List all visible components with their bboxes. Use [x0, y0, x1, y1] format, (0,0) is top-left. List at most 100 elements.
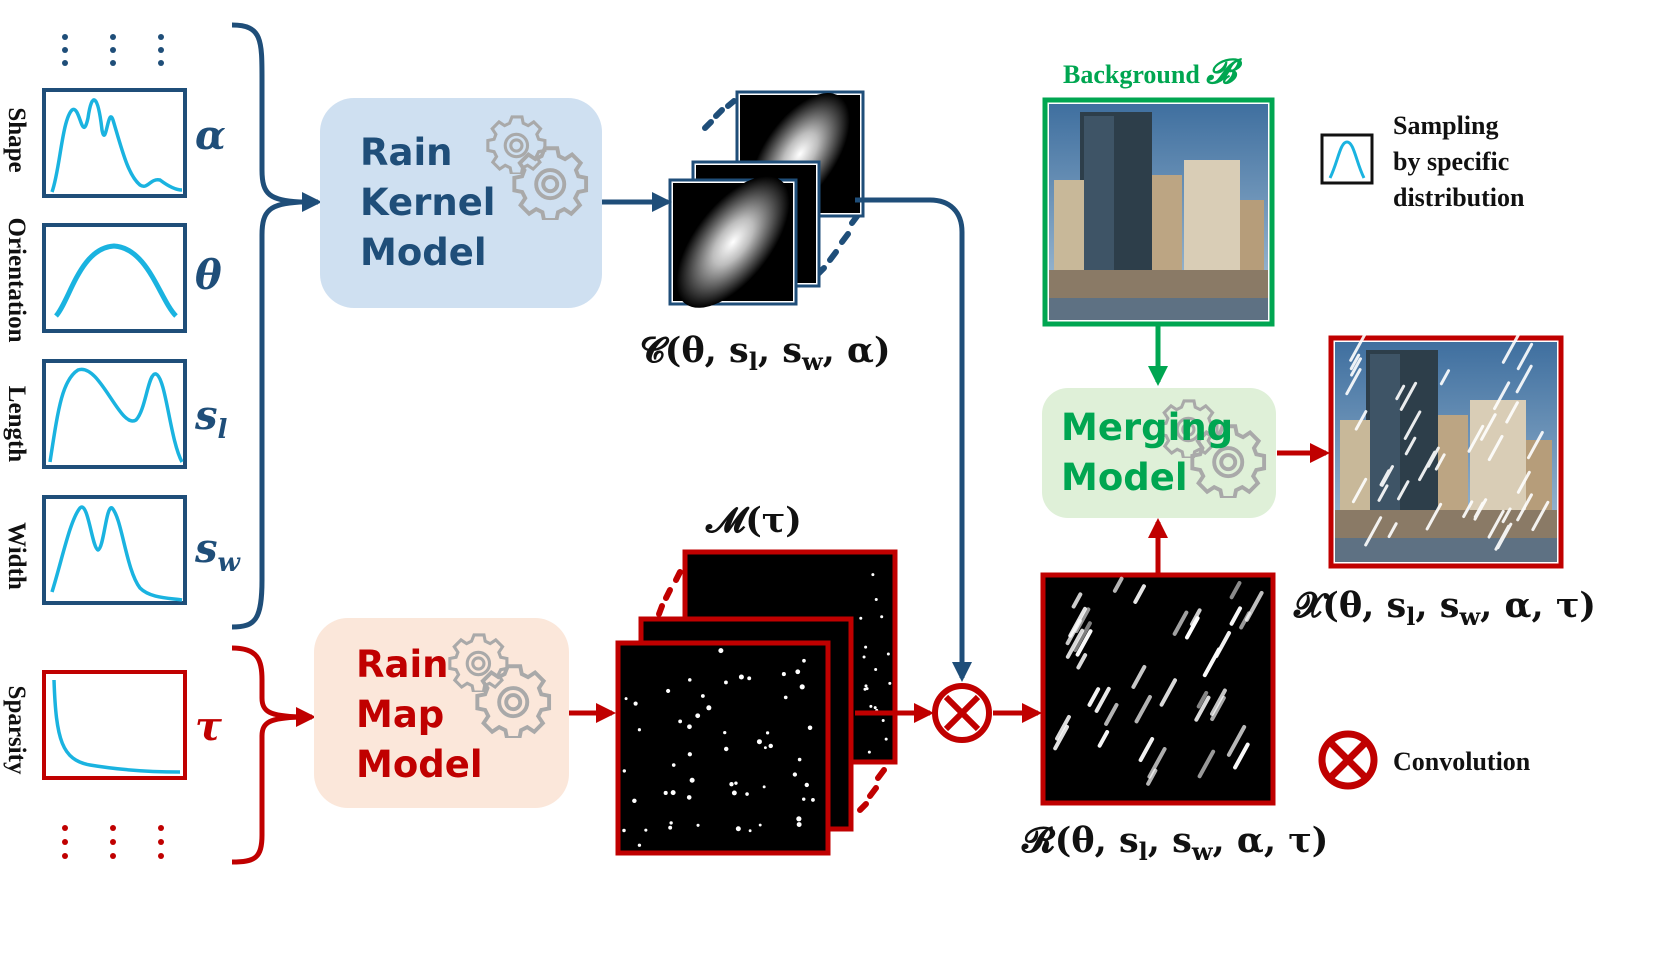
rain-map-dot — [874, 598, 878, 602]
convolution-legend-text: Convolution — [1393, 747, 1531, 776]
rain-map-dot — [637, 728, 641, 732]
convolution-legend-icon — [1318, 730, 1378, 790]
rain-streak — [1515, 364, 1533, 394]
rain-map-stack — [615, 549, 898, 856]
rain-map-dot — [666, 688, 671, 694]
red-brace — [231, 645, 301, 865]
rain-streak — [1244, 590, 1264, 622]
rain-streak — [1071, 592, 1083, 609]
rain-map-dot — [795, 669, 801, 675]
tau-symbol: τ — [195, 703, 222, 750]
rain-map-dot — [881, 718, 885, 722]
rain-map-dot — [867, 750, 871, 754]
rain-streak — [1399, 381, 1418, 411]
rain-streak — [1133, 584, 1146, 604]
rain-map-dot — [633, 701, 638, 706]
rain-map-dot — [797, 757, 802, 762]
rain-streak — [1473, 498, 1488, 521]
output-formula: 𝓧(θ, sl, sw, α, τ) — [1294, 585, 1596, 631]
rain-map-dot — [687, 752, 692, 757]
rain-streak — [1210, 695, 1226, 722]
rain-streak — [1426, 446, 1440, 468]
theta-symbol: θ — [195, 252, 222, 299]
rain-streak — [1189, 608, 1202, 627]
rain-map-dot — [644, 828, 648, 832]
rain-streak — [1104, 702, 1119, 726]
rain-map-dot — [802, 658, 806, 663]
rain-streak — [1380, 465, 1394, 487]
ellipsis-bottom — [62, 825, 164, 859]
rain-streak — [1487, 509, 1505, 539]
rain-map-dot — [799, 684, 805, 690]
rain-kernel-model-box — [320, 98, 602, 308]
arrow-kernel-to-convolution — [855, 197, 972, 682]
rain-map-dot — [632, 798, 637, 804]
rain-streak — [1068, 606, 1088, 638]
rain-streak — [1364, 516, 1383, 547]
rain-streak — [1531, 500, 1550, 532]
rain-streak — [1065, 628, 1085, 659]
rain-map-dot — [796, 822, 802, 828]
rain-streak — [1184, 616, 1200, 640]
rain-streak — [1397, 480, 1410, 501]
rain-streak — [1404, 436, 1417, 456]
rain-map-dot — [884, 737, 888, 741]
sampling-legend-icon — [1320, 133, 1374, 185]
orientation-label: Orientation — [3, 217, 30, 343]
rain-streak — [1345, 368, 1362, 396]
rain-map-dot — [802, 797, 806, 801]
rain-streak — [1229, 581, 1242, 600]
rain-map-dot — [804, 782, 809, 788]
rain-streak — [1480, 413, 1497, 441]
rain-streak — [1233, 742, 1250, 770]
rain-streak — [1395, 384, 1406, 401]
rain-streak — [1146, 768, 1158, 786]
kernel-stack — [668, 90, 865, 308]
alpha-symbol: α — [195, 112, 226, 159]
rain-streak — [1349, 333, 1367, 362]
rain-map-dot — [756, 739, 762, 745]
rain-map-dot — [745, 792, 749, 796]
rain-formula: 𝓡(θ, sl, sw, α, τ) — [1022, 820, 1329, 866]
rain-streak — [1516, 470, 1531, 494]
sparsity-distribution-plot — [42, 670, 187, 780]
rain-map-dot — [706, 705, 712, 711]
rain-map-dot — [724, 680, 728, 685]
rain-map-dot — [695, 713, 701, 719]
rain-map-dot — [723, 730, 727, 735]
rain-streak — [1097, 730, 1110, 748]
map-formula: 𝓜(τ) — [706, 500, 802, 541]
rain-map-dot — [663, 790, 668, 795]
rain-map-dot — [811, 798, 815, 802]
rain-map-dot — [735, 826, 741, 832]
rain-map-dot — [637, 843, 642, 847]
rain-map-dot — [783, 695, 788, 700]
rain-streak — [1377, 484, 1389, 502]
rain-map-dot — [763, 746, 767, 750]
shape-label: Shape — [3, 107, 30, 173]
length-distribution-plot — [42, 359, 187, 469]
rain-map-dot — [738, 674, 744, 680]
rain-map-dot — [765, 731, 770, 735]
rain-map-dot — [869, 704, 873, 708]
rain-map-dot — [886, 652, 890, 656]
rain-map-dot — [864, 684, 868, 688]
rain-streak — [1350, 357, 1362, 377]
rain-map-dot — [670, 790, 676, 796]
rain-streak — [1516, 342, 1534, 371]
rain-streak — [1501, 507, 1512, 524]
rain-streak — [1172, 610, 1189, 636]
rain-map-dot — [768, 743, 773, 749]
rain-map-dot — [622, 828, 626, 833]
rain-streak — [1087, 687, 1101, 707]
rain-map-dot — [758, 823, 762, 827]
rain-streak — [1226, 724, 1247, 757]
rain-map-dot — [871, 573, 875, 577]
width-distribution-plot — [42, 495, 187, 605]
merging-model-box — [1042, 388, 1276, 518]
rain-map-dot — [862, 655, 866, 659]
rain-map-dot — [781, 672, 786, 677]
rain-streak — [1214, 630, 1232, 658]
